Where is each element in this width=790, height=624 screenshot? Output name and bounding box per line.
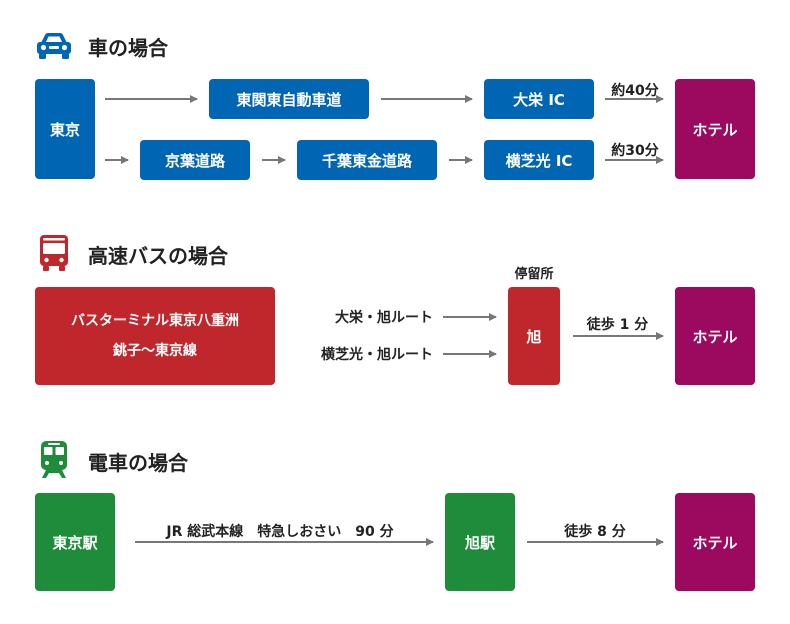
train-hotel-box: ホテル <box>675 493 755 591</box>
taiei-ic-box: 大栄 IC <box>484 79 594 119</box>
car-origin-box: 東京 <box>35 79 95 179</box>
train-route-label: JR 総武本線 特急しおさい 90 分 <box>166 524 394 540</box>
car-icon <box>34 31 74 61</box>
yokoshibahikari-ic-label: 横芝光 IC <box>505 151 573 170</box>
higashikanto-expressway-box: 東関東自動車道 <box>209 79 369 119</box>
yokoshibahikari-ic-box: 横芝光 IC <box>484 140 594 180</box>
car-section-title: 車の場合 <box>88 36 168 60</box>
chiba-togane-road-label: 千葉東金道路 <box>321 151 412 170</box>
train-walk-time: 徒歩 8 分 <box>564 524 626 540</box>
asahi-station-box: 旭駅 <box>445 493 515 591</box>
car-time-2: 約30分 <box>611 143 659 159</box>
train-section-title: 電車の場合 <box>88 451 188 475</box>
asahi-bus-stop-box: 旭 <box>508 287 560 385</box>
asahi-bus-stop-label: 旭 <box>526 327 542 346</box>
keiyo-road-label: 京葉道路 <box>164 151 225 170</box>
chiba-togane-road-box: 千葉東金道路 <box>297 140 437 180</box>
bus-origin-box: バスターミナル東京八重洲 銚子〜東京線 <box>35 287 275 385</box>
car-time-1: 約40分 <box>611 83 659 99</box>
car-origin-label: 東京 <box>49 120 80 139</box>
bus-origin-line-2: 銚子〜東京線 <box>113 343 197 359</box>
bus-route-taiei-asahi: 大栄・旭ルート <box>335 310 433 326</box>
bus-hotel-label: ホテル <box>692 327 738 346</box>
asahi-station-label: 旭駅 <box>464 533 495 552</box>
higashikanto-expressway-label: 東関東自動車道 <box>236 90 342 109</box>
car-hotel-box: ホテル <box>675 79 755 179</box>
train-hotel-label: ホテル <box>692 533 738 552</box>
car-hotel-label: ホテル <box>692 120 738 139</box>
tokyo-station-label: 東京駅 <box>52 533 98 552</box>
taiei-ic-label: 大栄 IC <box>513 90 565 109</box>
keiyo-road-box: 京葉道路 <box>140 140 250 180</box>
bus-icon <box>38 234 70 272</box>
bus-walk-time: 徒歩 1 分 <box>586 317 649 333</box>
tokyo-station-box: 東京駅 <box>35 493 115 591</box>
bus-stop-caption: 停留所 <box>514 267 554 282</box>
bus-section-title: 高速バスの場合 <box>88 244 228 268</box>
train-icon <box>38 440 70 480</box>
bus-route-yokoshibahikari-asahi: 横芝光・旭ルート <box>321 347 433 363</box>
bus-origin-line-1: バスターミナル東京八重洲 <box>71 313 239 329</box>
bus-hotel-box: ホテル <box>675 287 755 385</box>
